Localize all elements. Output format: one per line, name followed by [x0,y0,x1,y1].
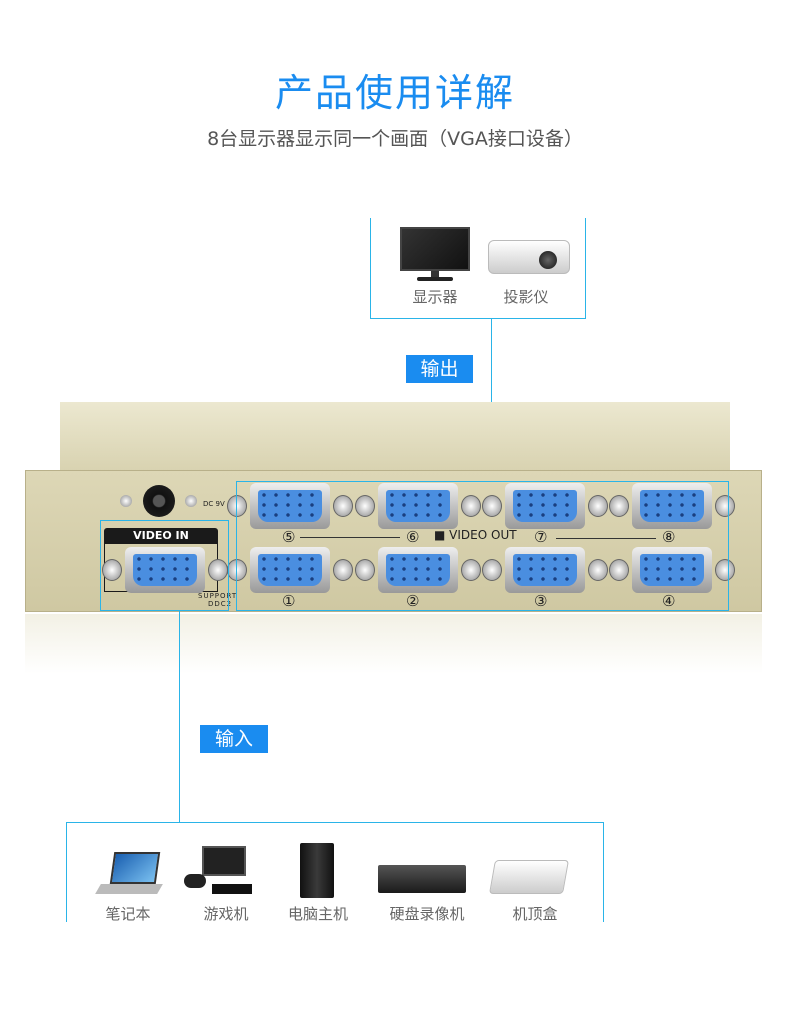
ddc-label: DDC2 [208,600,233,608]
vga-pins [386,554,450,586]
screw-icon [715,495,735,517]
port-number: ③ [534,592,548,610]
input-device-label: 笔记本 [105,905,151,923]
output-devices-box [370,218,586,319]
divider-line [300,537,400,538]
screw-icon [461,559,481,581]
power-jack-icon [143,485,175,517]
screw-icon [185,495,197,507]
video-out-highlight [236,481,729,611]
port-number: ⑧ [662,528,676,546]
screw-icon [102,559,122,581]
set-top-box-icon [489,860,569,894]
vga-pins [133,554,197,586]
port-number: ⑥ [406,528,420,546]
reflection [25,614,762,674]
output-tag: 输出 [406,355,473,383]
vga-input-port [100,545,230,595]
vga-pins [258,490,322,522]
page-subtitle: 8台显示器显示同一个画面（VGA接口设备） [207,128,583,150]
screw-icon [120,495,132,507]
input-device-label: 游戏机 [203,905,249,923]
screw-icon [609,495,629,517]
video-out-text: VIDEO OUT [449,528,517,542]
output-device-label: 投影仪 [503,288,549,306]
vga-output-port [353,545,483,595]
screw-icon [588,495,608,517]
monitor-icon [400,227,470,282]
divider-line [556,538,656,539]
video-in-label: VIDEO IN [104,528,218,544]
output-device-label: 显示器 [412,288,458,306]
projector-icon [488,240,570,280]
video-in-highlight [100,520,229,611]
vga-output-port [353,481,483,531]
input-connector-line [179,611,180,823]
screw-icon [715,559,735,581]
vga-pins [513,554,577,586]
page-title: 产品使用详解 [274,71,515,115]
screw-icon [355,559,375,581]
port-number: ② [406,592,420,610]
monitor-small-icon: ■ [434,528,446,542]
vga-output-port [480,545,610,595]
input-device-label: 机顶盒 [512,905,558,923]
port-number: ① [282,592,296,610]
screw-icon [208,559,228,581]
output-connector-line [491,318,492,482]
screw-icon [482,559,502,581]
vga-pins [640,554,704,586]
power-label: DC 9V [203,500,225,508]
screw-icon [482,495,502,517]
vga-pins [513,490,577,522]
dvr-icon [378,865,466,893]
vga-output-port [225,545,355,595]
splitter-top-panel [60,402,730,472]
input-device-label: 硬盘录像机 [389,905,465,923]
vga-output-port [607,481,737,531]
game-console-icon [184,846,254,896]
input-device-label: 电脑主机 [287,905,348,923]
vga-output-port [480,481,610,531]
screw-icon [333,495,353,517]
laptop-icon [95,852,164,898]
input-tag: 输入 [200,725,268,753]
port-number: ⑦ [534,528,548,546]
pc-tower-icon [300,843,334,898]
screw-icon [227,495,247,517]
vga-pins [386,490,450,522]
support-label: SUPPORT [198,592,238,600]
vga-pins [258,554,322,586]
input-devices-box [66,822,604,922]
vga-output-port [607,545,737,595]
screw-icon [355,495,375,517]
video-out-label: ■ VIDEO OUT [434,528,517,542]
screw-icon [588,559,608,581]
port-number: ④ [662,592,676,610]
screw-icon [609,559,629,581]
vga-pins [640,490,704,522]
vga-output-port [225,481,355,531]
port-number: ⑤ [282,528,296,546]
screw-icon [333,559,353,581]
screw-icon [461,495,481,517]
